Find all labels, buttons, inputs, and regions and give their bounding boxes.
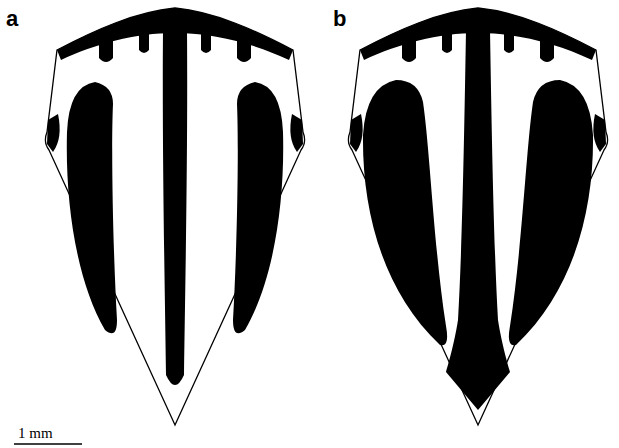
panel-letter: a	[6, 8, 18, 30]
scale-bar	[14, 443, 82, 445]
panel-letter: b	[333, 8, 346, 30]
pattern-b	[348, 8, 607, 425]
pattern-a	[45, 8, 304, 425]
scale-label: 1 mm	[18, 426, 53, 441]
